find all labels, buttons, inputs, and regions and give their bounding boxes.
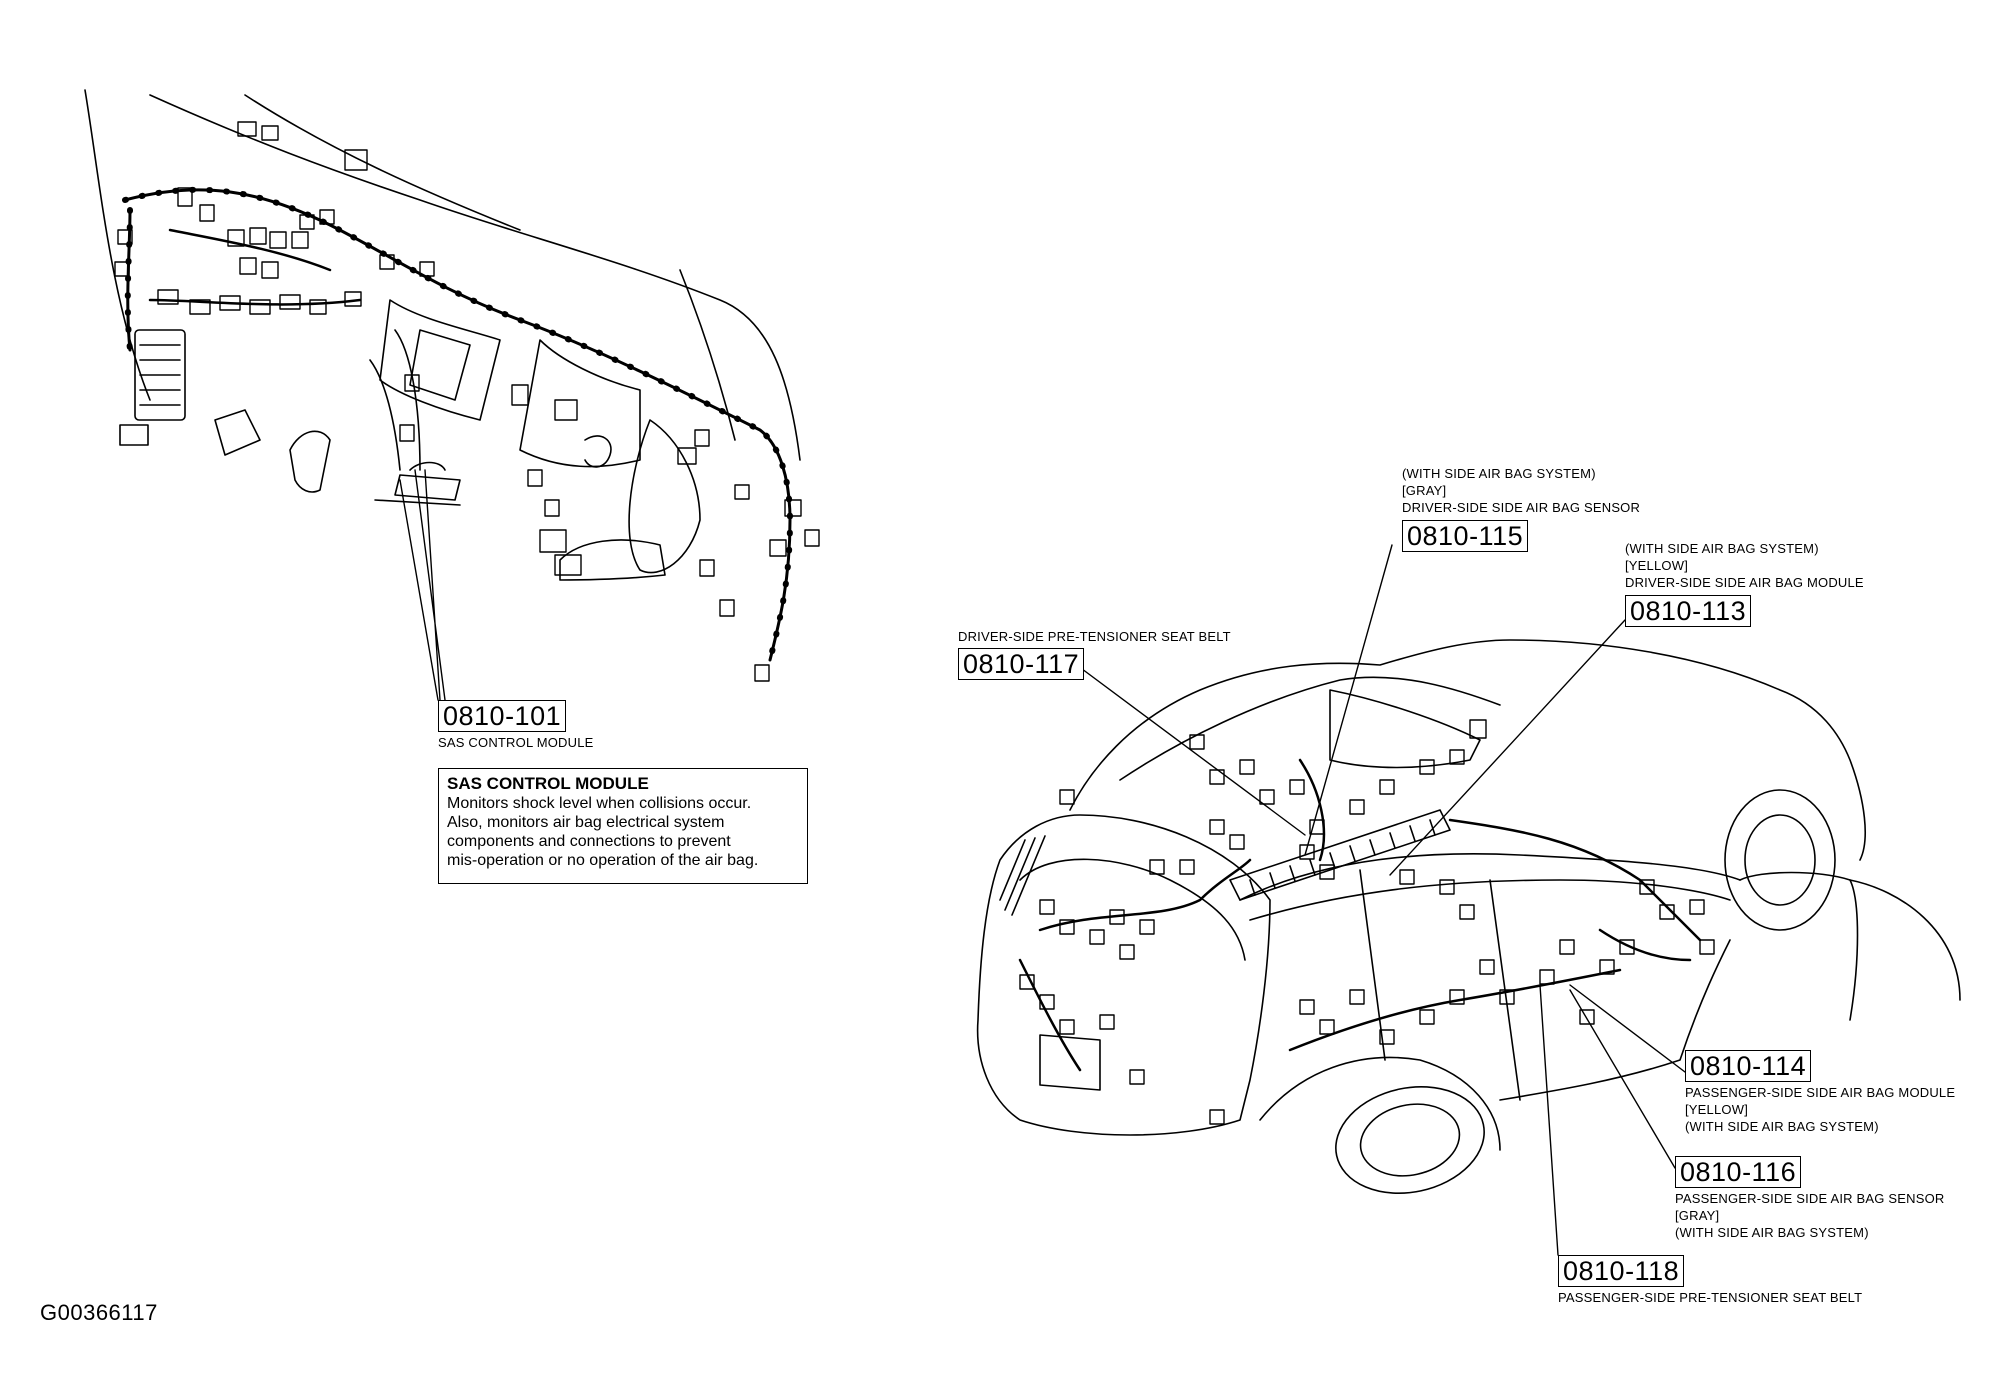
info-box-line: Monitors shock level when collisions occ…: [447, 795, 752, 812]
callout-0810-113-code: 0810-113: [1625, 595, 1752, 627]
callout-line: DRIVER-SIDE SIDE AIR BAG MODULE: [1625, 575, 1864, 590]
callout-line: SAS CONTROL MODULE: [438, 735, 594, 750]
callout-line: PASSENGER-SIDE PRE-TENSIONER SEAT BELT: [1558, 1290, 1863, 1305]
callout-line: [YELLOW]: [1625, 558, 1689, 573]
callout-0810-116-code: 0810-116: [1675, 1156, 1802, 1188]
callout-0810-118-code: 0810-118: [1558, 1255, 1685, 1287]
callout-0810-101-text: SAS CONTROL MODULE: [438, 734, 594, 751]
info-box-line: components and connections to prevent: [447, 833, 731, 850]
callout-0810-101-code: 0810-101: [438, 700, 567, 732]
callout-0810-115-code: 0810-115: [1402, 520, 1529, 552]
callout-line: (WITH SIDE AIR BAG SYSTEM): [1625, 541, 1819, 556]
callout-0810-114-code: 0810-114: [1685, 1050, 1812, 1082]
callout-line: PASSENGER-SIDE SIDE AIR BAG MODULE: [1685, 1085, 1956, 1100]
callout-line: (WITH SIDE AIR BAG SYSTEM): [1685, 1119, 1879, 1134]
callout-0810-117-code: 0810-117: [958, 648, 1085, 680]
callout-line: (WITH SIDE AIR BAG SYSTEM): [1402, 466, 1596, 481]
callout-line: DRIVER-SIDE PRE-TENSIONER SEAT BELT: [958, 629, 1231, 644]
callout-line: (WITH SIDE AIR BAG SYSTEM): [1675, 1225, 1869, 1240]
sas-description-box: SAS CONTROL MODULE Monitors shock level …: [438, 768, 808, 884]
callout-0810-115-text: (WITH SIDE AIR BAG SYSTEM) [GRAY] DRIVER…: [1402, 465, 1640, 516]
callout-0810-113-text: (WITH SIDE AIR BAG SYSTEM) [YELLOW] DRIV…: [1625, 540, 1864, 591]
info-box-body: Monitors shock level when collisions occ…: [447, 794, 799, 870]
callout-0810-117-text: DRIVER-SIDE PRE-TENSIONER SEAT BELT: [958, 628, 1231, 645]
callout-0810-116-text: PASSENGER-SIDE SIDE AIR BAG SENSOR [GRAY…: [1675, 1190, 1945, 1241]
vehicle-illustration: [976, 544, 1961, 1256]
callout-0810-114-text: PASSENGER-SIDE SIDE AIR BAG MODULE [YELL…: [1685, 1084, 1955, 1135]
callout-0810-118-text: PASSENGER-SIDE PRE-TENSIONER SEAT BELT: [1558, 1289, 1862, 1306]
info-box-line: Also, monitors air bag electrical system: [447, 814, 725, 831]
callout-line: [GRAY]: [1675, 1208, 1720, 1223]
info-box-line: mis-operation or no operation of the air…: [447, 852, 759, 869]
callout-line: DRIVER-SIDE SIDE AIR BAG SENSOR: [1402, 500, 1641, 515]
callout-line: PASSENGER-SIDE SIDE AIR BAG SENSOR: [1675, 1191, 1945, 1206]
info-box-title: SAS CONTROL MODULE: [447, 774, 649, 793]
callout-line: [YELLOW]: [1685, 1102, 1749, 1117]
dashboard-illustration: [84, 89, 820, 701]
callout-line: [GRAY]: [1402, 483, 1447, 498]
figure-id: G00366117: [40, 1300, 158, 1325]
